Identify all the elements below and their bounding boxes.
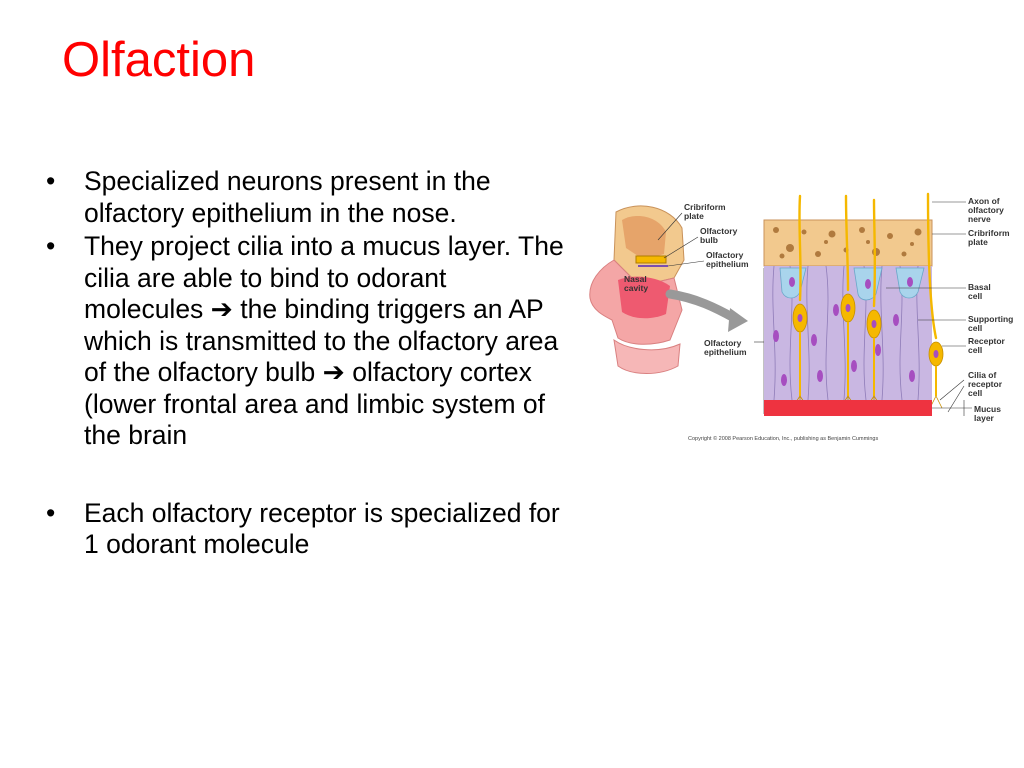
mucus-layer-band xyxy=(764,400,932,416)
bullet-item: • They project cilia into a mucus layer. … xyxy=(46,231,566,452)
olfactory-nerve-axons xyxy=(798,192,938,340)
nasal-cavity-shape xyxy=(618,276,670,319)
right-leader-lines xyxy=(886,201,972,416)
magnified-epithelium xyxy=(763,192,944,416)
bullet-item: • Each olfactory receptor is specialized … xyxy=(46,498,566,561)
bone-texture xyxy=(773,227,922,259)
leader-line xyxy=(667,260,705,267)
bullet-text: Specialized neurons present in the olfac… xyxy=(84,166,491,228)
zoom-arrow-shaft xyxy=(665,289,739,323)
mouth-region xyxy=(613,338,681,374)
copyright-notice: Copyright © 2008 Pearson Education, Inc.… xyxy=(688,435,878,442)
leader-line xyxy=(663,236,699,259)
supporting-cells xyxy=(772,265,920,401)
bullet-text: Each olfactory receptor is specialized f… xyxy=(84,497,560,560)
bullet-item: • Specialized neurons present in the olfa… xyxy=(46,166,566,229)
cell-nuclei xyxy=(773,277,915,386)
sinus-region xyxy=(622,216,666,260)
receptor-nuclei xyxy=(797,304,939,358)
leader-line xyxy=(657,212,683,241)
nasal-cross-section xyxy=(589,205,748,374)
bullet-text: They project cilia into a mucus layer. T… xyxy=(84,231,564,451)
zoom-arrow-head xyxy=(728,308,748,332)
bullet-marker: • xyxy=(46,166,56,196)
bullet-marker: • xyxy=(46,497,56,528)
bullet-marker: • xyxy=(46,231,56,262)
receptor-dendrites xyxy=(799,322,937,396)
olfactory-bulb-shape xyxy=(635,255,667,264)
bullet-list: • Specialized neurons present in the olfa… xyxy=(46,166,566,561)
slide-title: Olfaction xyxy=(62,33,256,87)
